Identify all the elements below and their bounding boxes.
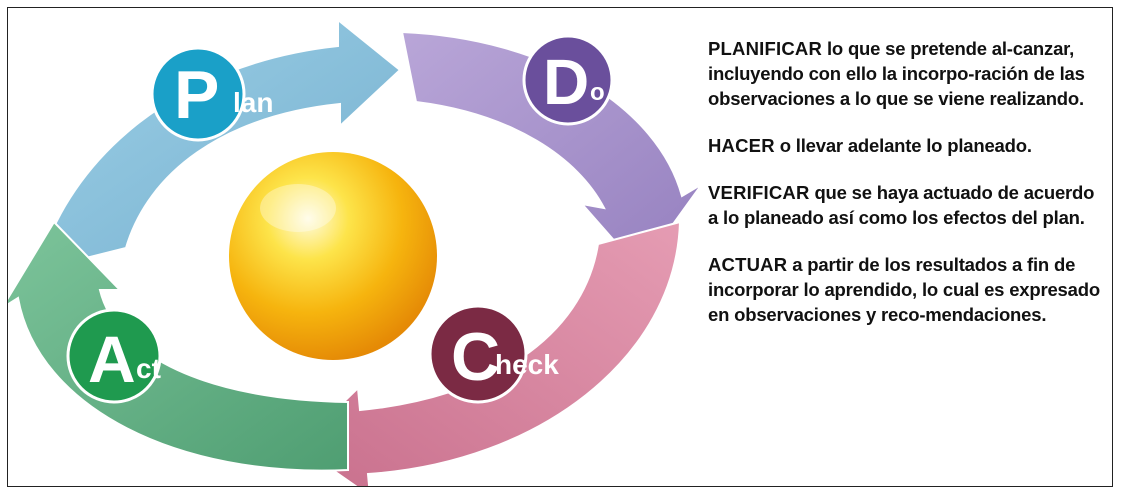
figure-frame: P lan D o C heck A ct [7, 7, 1113, 487]
check-badge: C heck [428, 304, 559, 404]
pdca-cycle-graphic: P lan D o C heck A ct [8, 17, 698, 486]
keyword-plan: PLANIFICAR [708, 38, 823, 59]
sphere-highlight [260, 184, 336, 232]
pdca-cycle-diagram: P lan D o C heck A ct [8, 8, 698, 486]
do-suffix: o [590, 79, 605, 106]
check-initial: C [451, 319, 500, 395]
act-arrow [8, 220, 349, 472]
plan-badge: P lan [150, 46, 273, 142]
do-badge-circle [522, 34, 614, 126]
check-badge-circle [428, 304, 528, 404]
description-do-text: o llevar adelante lo planeado. [774, 135, 1032, 156]
check-suffix: heck [495, 349, 559, 380]
center-sphere [229, 152, 437, 360]
act-badge: A ct [66, 308, 162, 404]
do-initial: D [543, 46, 589, 118]
description-do: HACER o llevar adelante lo planeado. [708, 133, 1104, 158]
description-plan-text: lo que se pretende al-canzar, incluyendo… [708, 38, 1085, 109]
description-check-text: que se haya actuado de acuerdo a lo plan… [708, 182, 1095, 228]
do-badge: D o [522, 34, 614, 126]
description-act-text: a partir de los resultados a fin de inco… [708, 254, 1100, 325]
act-initial: A [88, 322, 136, 396]
description-plan: PLANIFICAR lo que se pretende al-canzar,… [708, 36, 1104, 111]
plan-initial: P [174, 57, 219, 133]
keyword-do: HACER [708, 135, 775, 156]
act-suffix: ct [136, 353, 161, 384]
keyword-check: VERIFICAR [708, 182, 810, 203]
check-arrow [296, 220, 682, 486]
descriptions-panel: PLANIFICAR lo que se pretende al-canzar,… [708, 36, 1104, 347]
plan-badge-circle [150, 46, 246, 142]
description-act: ACTUAR a partir de los resultados a fin … [708, 252, 1104, 327]
description-check: VERIFICAR que se haya actuado de acuerdo… [708, 180, 1104, 230]
plan-arrow [36, 17, 402, 272]
act-badge-circle [66, 308, 162, 404]
keyword-act: ACTUAR [708, 254, 788, 275]
plan-suffix: lan [233, 87, 273, 118]
